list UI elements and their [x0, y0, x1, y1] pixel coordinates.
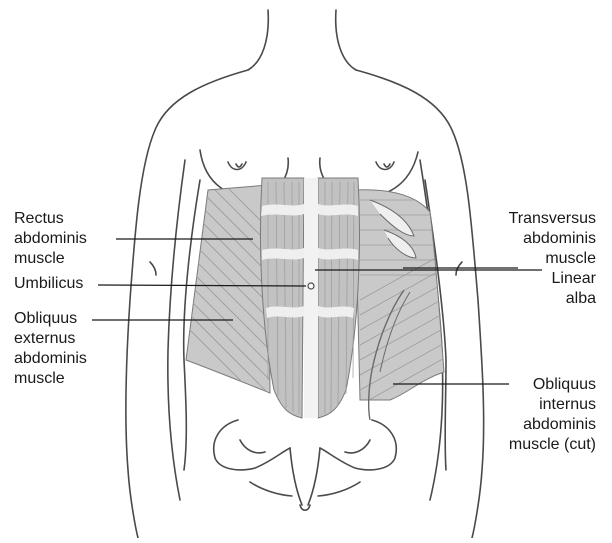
label-line: Rectus — [14, 209, 87, 229]
label-line: muscle — [14, 249, 87, 269]
label-line: muscle (cut) — [509, 435, 596, 455]
label-line: Obliquus — [14, 309, 87, 329]
umbilicus-mark — [308, 283, 314, 289]
label-line: abdominis — [509, 229, 596, 249]
label-line: abdominis — [14, 229, 87, 249]
label-line: externus — [14, 329, 87, 349]
label-line: Linear — [552, 269, 596, 289]
obliquus-externus-shape — [180, 140, 270, 410]
label-line: abdominis — [14, 349, 87, 369]
label-line: Umbilicus — [14, 274, 83, 294]
label-line: internus — [509, 395, 596, 415]
label-obliquus-internus: Obliquus internus abdominis muscle (cut) — [509, 375, 596, 455]
linea-alba-shape — [304, 178, 318, 418]
label-line: Transversus — [509, 209, 596, 229]
label-rectus-abdominis: Rectus abdominis muscle — [14, 209, 87, 269]
label-transversus-abdominis: Transversus abdominis muscle — [509, 209, 596, 269]
label-line: muscle — [14, 369, 87, 389]
label-linea-alba: Linear alba — [552, 269, 596, 309]
label-line: alba — [552, 289, 596, 309]
label-line: abdominis — [509, 415, 596, 435]
label-line: muscle — [509, 249, 596, 269]
label-obliquus-externus: Obliquus externus abdominis muscle — [14, 309, 87, 389]
label-umbilicus: Umbilicus — [14, 274, 83, 294]
obliquus-internus-shape — [355, 190, 450, 435]
label-line: Obliquus — [509, 375, 596, 395]
